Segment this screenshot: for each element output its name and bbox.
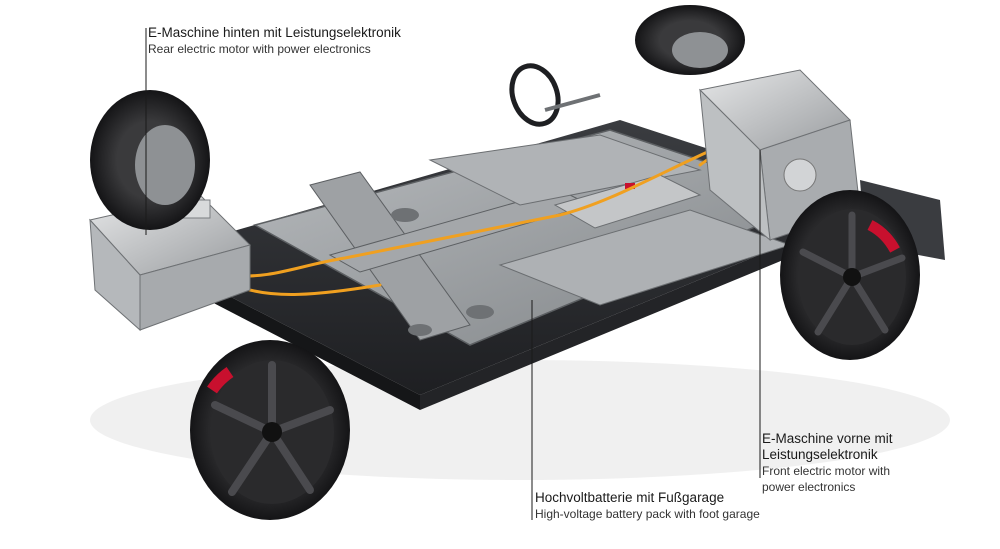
callout-front-motor-en-1: Front electric motor with — [762, 464, 891, 478]
steering-wheel — [509, 63, 601, 127]
callout-battery-en: High-voltage battery pack with foot gara… — [535, 507, 760, 521]
wheel-front-top — [635, 5, 745, 75]
battery-pack — [253, 129, 823, 346]
wheel-rear-bottom — [190, 340, 350, 520]
callout-front-motor-de-1: E-Maschine vorne mit — [762, 431, 893, 446]
wheel-front-bottom — [780, 190, 920, 360]
callout-rear-motor: E-Maschine hinten mit Leistungselektroni… — [148, 25, 401, 57]
callout-front-motor-de-2: Leistungselektronik — [762, 447, 878, 462]
rear-motor — [89, 194, 251, 332]
callout-battery: Hochvoltbatterie mit Fußgarage High-volt… — [535, 490, 760, 522]
callout-front-motor: E-Maschine vorne mit Leistungselektronik… — [762, 431, 893, 495]
wheel-rear-top — [90, 90, 210, 230]
callout-rear-motor-de: E-Maschine hinten mit Leistungselektroni… — [148, 25, 401, 40]
callout-front-motor-en-2: power electronics — [762, 480, 856, 494]
callout-battery-de: Hochvoltbatterie mit Fußgarage — [535, 490, 725, 505]
callout-rear-motor-en: Rear electric motor with power electroni… — [148, 42, 371, 56]
leader-lines — [145, 28, 761, 520]
